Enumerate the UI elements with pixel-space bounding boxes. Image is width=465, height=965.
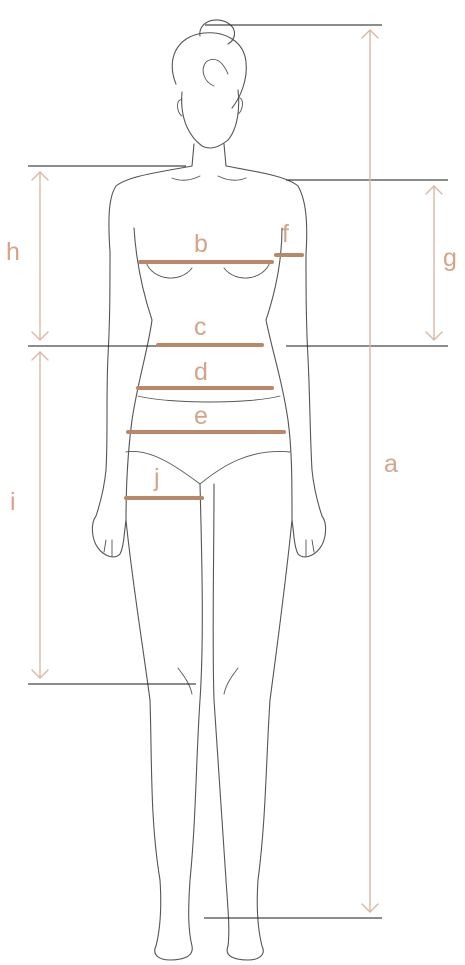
measurement-labels: a b c d e f g h i j (6, 220, 457, 516)
height-arrow-a (362, 30, 378, 912)
torso-length-arrow-h (32, 172, 48, 340)
label-g: g (443, 244, 457, 272)
label-i: i (10, 488, 16, 516)
label-a: a (384, 450, 398, 478)
label-c: c (194, 313, 207, 341)
label-f: f (282, 220, 289, 248)
label-h: h (6, 238, 20, 266)
measurement-arrows (32, 30, 442, 912)
waist-to-knee-arrow-i (32, 352, 48, 678)
label-d: d (194, 358, 208, 386)
arm-length-arrow-g (426, 186, 442, 340)
label-e: e (194, 402, 208, 430)
label-j: j (153, 464, 160, 492)
measurement-bands (126, 255, 302, 498)
body-figure (92, 20, 325, 960)
label-b: b (194, 230, 208, 258)
